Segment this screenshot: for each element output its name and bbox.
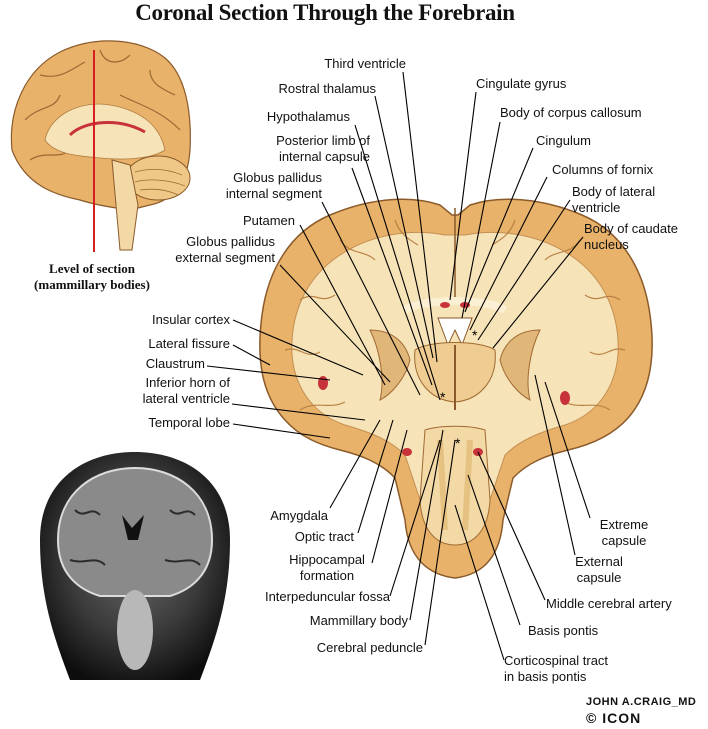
arteries bbox=[318, 302, 570, 456]
label-body-corpus-callosum: Body of corpus callosum bbox=[500, 105, 642, 120]
basal-ganglia-right bbox=[499, 329, 541, 401]
asterisk-lower: * bbox=[455, 435, 461, 451]
label-middle-cerebral-artery: Middle cerebral artery bbox=[546, 596, 672, 611]
brainstem-pons bbox=[419, 425, 491, 546]
sagittal-corpus-callosum bbox=[68, 121, 146, 137]
label-gp-external: Globus pallidus external segment bbox=[175, 234, 275, 265]
inset-caption: Level of section (mammillary bodies) bbox=[34, 261, 150, 292]
artist-signature: JOHN A.CRAIG_MD bbox=[586, 696, 697, 708]
icon-logo: © ICON bbox=[586, 710, 642, 726]
label-third-ventricle: Third ventricle bbox=[324, 56, 406, 71]
sagittal-cerebellum-folia bbox=[134, 168, 186, 196]
label-body-lateral-ventricle: Body of lateral ventricle bbox=[572, 184, 656, 215]
lateral-ventricles bbox=[437, 317, 473, 347]
label-interpeduncular-fossa: Interpeduncular fossa bbox=[264, 589, 390, 604]
label-amygdala: Amygdala bbox=[270, 508, 328, 523]
mri-sulci bbox=[69, 509, 201, 566]
coronal-gyri bbox=[284, 219, 626, 411]
label-insular-cortex: Insular cortex bbox=[151, 312, 230, 327]
label-gp-internal: Globus pallidus internal segment bbox=[225, 170, 322, 201]
label-hypothalamus: Hypothalamus bbox=[266, 109, 350, 124]
mri-brainstem bbox=[117, 590, 153, 670]
basal-ganglia-left bbox=[369, 329, 411, 401]
label-mammillary-body: Mammillary body bbox=[309, 613, 408, 628]
coronal-section: * * * bbox=[259, 198, 653, 579]
label-extreme-capsule: Extreme capsule bbox=[599, 517, 649, 548]
asterisk-mid: * bbox=[440, 389, 446, 405]
asterisk-upper: * bbox=[472, 327, 478, 343]
label-body-caudate: Body of caudate nucleus bbox=[584, 221, 678, 252]
sagittal-white bbox=[44, 103, 166, 160]
label-inferior-horn: Inferior horn of lateral ventricle bbox=[142, 375, 230, 406]
label-hippocampal-formation: Hippocampal formation bbox=[289, 552, 365, 583]
label-rostral-thalamus: Rostral thalamus bbox=[278, 81, 376, 96]
label-columns-fornix: Columns of fornix bbox=[552, 162, 654, 177]
label-cingulum: Cingulum bbox=[536, 133, 591, 148]
label-temporal-lobe: Temporal lobe bbox=[148, 415, 230, 430]
label-corticospinal-tract: Corticospinal tract in basis pontis bbox=[504, 653, 609, 684]
sagittal-brainstem bbox=[111, 159, 139, 251]
label-putamen: Putamen bbox=[242, 213, 295, 228]
label-optic-tract: Optic tract bbox=[294, 529, 354, 544]
label-claustrum: Claustrum bbox=[145, 356, 205, 371]
sagittal-gyri bbox=[24, 49, 181, 161]
corpus-callosum bbox=[402, 297, 508, 314]
mri-inset bbox=[28, 447, 240, 680]
label-cerebral-peduncle: Cerebral peduncle bbox=[316, 640, 423, 655]
label-cingulate-gyrus: Cingulate gyrus bbox=[476, 76, 567, 91]
label-posterior-limb: Posterior limb of internal capsule bbox=[276, 133, 370, 164]
mri-ventricles bbox=[122, 515, 144, 540]
sagittal-inset bbox=[10, 40, 191, 252]
leader-lines bbox=[206, 71, 591, 661]
label-lateral-fissure: Lateral fissure bbox=[148, 336, 230, 351]
page-title: Coronal Section Through the Forebrain bbox=[135, 0, 515, 25]
label-external-capsule: External capsule bbox=[575, 554, 623, 585]
label-basis-pontis: Basis pontis bbox=[528, 623, 599, 638]
